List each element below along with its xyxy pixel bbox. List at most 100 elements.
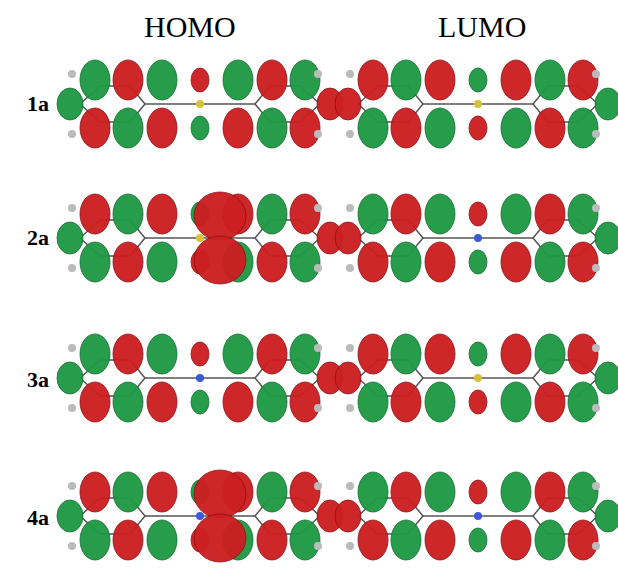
hydrogen-atom	[68, 130, 76, 138]
carbon-atom	[592, 264, 600, 272]
orbital-lobe	[290, 472, 320, 512]
hydrogen-atom	[346, 404, 354, 412]
orbital-lobe	[113, 194, 143, 234]
orbital-lobe	[535, 472, 565, 512]
hydrogen-atom	[346, 482, 354, 490]
orbital-lobe	[191, 68, 209, 92]
orbital-lobe	[335, 88, 361, 120]
orbital-lobe	[358, 472, 388, 512]
orbital-lobe	[191, 390, 209, 414]
orbital-lobe	[335, 222, 361, 254]
orbital-lobe	[425, 382, 455, 422]
carbon-atom	[592, 344, 600, 352]
orbital-lobe	[535, 334, 565, 374]
orbital-lobe	[595, 500, 618, 532]
orbital-lobe	[595, 222, 618, 254]
orbital-lobe	[257, 382, 287, 422]
orbital-lobe	[391, 242, 421, 282]
orbital-lobe	[113, 60, 143, 100]
orbital-lobe	[80, 382, 110, 422]
orbital-lobe	[535, 60, 565, 100]
carbon-atom	[314, 70, 322, 78]
orbital-lobe	[358, 194, 388, 234]
orbital-lobe	[80, 60, 110, 100]
orbital-lobe	[501, 60, 531, 100]
orbital-lobe	[147, 194, 177, 234]
orbital-lobe	[113, 242, 143, 282]
orbital-lobe	[391, 520, 421, 560]
orbital-lobe	[469, 202, 487, 226]
orbital-lobe	[469, 116, 487, 140]
hydrogen-atom	[68, 482, 76, 490]
orbital-lobe	[469, 528, 487, 552]
row-label: 2a	[27, 227, 49, 249]
orbital-lobe	[425, 108, 455, 148]
orbital-lobe	[469, 390, 487, 414]
orbital-lobe	[535, 108, 565, 148]
carbon-atom	[314, 264, 322, 272]
center-atom	[196, 512, 204, 520]
orbital-lobe	[194, 236, 246, 284]
center-atom	[196, 100, 204, 108]
carbon-atom	[314, 344, 322, 352]
orbital-lobe	[391, 108, 421, 148]
orbital-lobe	[113, 334, 143, 374]
orbital-lobe	[568, 520, 598, 560]
hydrogen-atom	[68, 264, 76, 272]
orbital-lobe	[113, 472, 143, 512]
orbital-lobe	[113, 382, 143, 422]
hydrogen-atom	[68, 204, 76, 212]
orbital-lobe	[335, 500, 361, 532]
orbital-lobe	[391, 60, 421, 100]
orbital-lobe	[469, 342, 487, 366]
orbital-lobe	[358, 60, 388, 100]
orbital-lobe	[501, 382, 531, 422]
orbital-lobe	[469, 250, 487, 274]
orbital-lobe	[425, 334, 455, 374]
orbital-lobe	[57, 500, 83, 532]
orbital-lobe	[194, 514, 246, 562]
row-label: 1a	[27, 93, 49, 115]
row-label: 4a	[27, 507, 49, 529]
orbital-lobe	[358, 382, 388, 422]
orbital-lobe	[257, 334, 287, 374]
orbital-lobe	[223, 334, 253, 374]
hydrogen-atom	[68, 542, 76, 550]
orbital-lobe	[425, 520, 455, 560]
orbital-lobe	[501, 520, 531, 560]
orbital-lobe	[425, 60, 455, 100]
center-atom	[474, 512, 482, 520]
orbital-lobe	[191, 342, 209, 366]
orbital-lobe	[535, 382, 565, 422]
orbital-lobe	[595, 362, 618, 394]
center-atom	[474, 100, 482, 108]
orbital-lobe	[425, 242, 455, 282]
orbital-lobe	[257, 108, 287, 148]
orbital-lobe	[113, 108, 143, 148]
orbital-lobe	[568, 60, 598, 100]
orbital-lobe	[391, 472, 421, 512]
row-label: 3a	[27, 369, 49, 391]
orbital-lobe	[80, 472, 110, 512]
carbon-atom	[592, 482, 600, 490]
hydrogen-atom	[68, 70, 76, 78]
orbital-lobe	[290, 382, 320, 422]
orbital-lobe	[147, 242, 177, 282]
orbital-lobe	[535, 242, 565, 282]
orbital-lobe	[568, 382, 598, 422]
orbital-lobe	[469, 68, 487, 92]
orbital-lobe	[290, 334, 320, 374]
orbital-lobe	[147, 520, 177, 560]
carbon-atom	[314, 404, 322, 412]
orbital-lobe	[358, 520, 388, 560]
orbital-lobe	[147, 334, 177, 374]
hydrogen-atom	[68, 344, 76, 352]
orbital-lobe	[80, 334, 110, 374]
carbon-atom	[314, 204, 322, 212]
orbital-lobe	[80, 194, 110, 234]
carbon-atom	[592, 70, 600, 78]
hydrogen-atom	[68, 404, 76, 412]
column-heading: HOMO	[144, 12, 236, 42]
orbital-lobe	[290, 108, 320, 148]
carbon-atom	[314, 542, 322, 550]
